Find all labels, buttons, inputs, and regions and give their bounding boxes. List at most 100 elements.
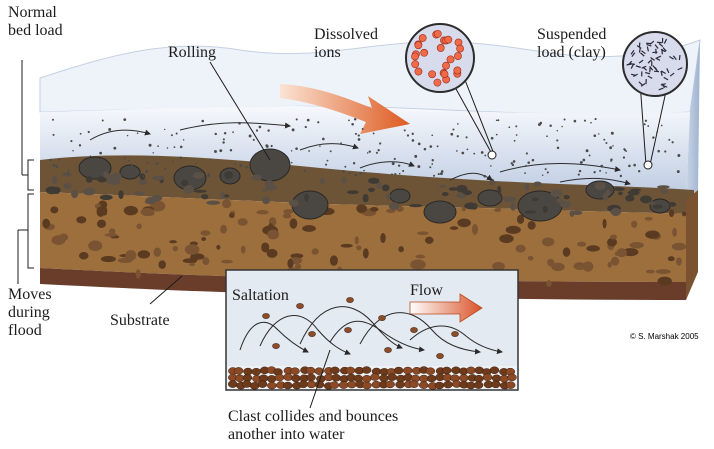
ion (433, 29, 442, 38)
clay-particle (638, 59, 644, 64)
speck (173, 146, 176, 149)
speck (229, 168, 232, 171)
gravel (456, 185, 468, 193)
speck (531, 158, 535, 162)
bed-clast (441, 366, 452, 375)
pebble (362, 248, 369, 259)
pebble (221, 259, 233, 264)
clay-particle (631, 52, 636, 57)
bed-clast (290, 367, 300, 375)
speck (393, 157, 396, 161)
gravel (138, 178, 148, 185)
gravel (531, 197, 539, 202)
clay-particle (660, 48, 666, 53)
speck (361, 128, 364, 130)
label-saltation: Saltation (232, 287, 289, 304)
pebble (675, 257, 682, 266)
clay-particle (640, 52, 645, 57)
gravel (106, 177, 121, 185)
speck (166, 147, 169, 149)
bed-clast (305, 366, 316, 375)
speck (229, 149, 233, 152)
clay-particle (654, 67, 659, 73)
bed-clast (227, 380, 238, 388)
bed-clast (314, 380, 325, 389)
speck (234, 163, 237, 166)
speck (308, 150, 310, 152)
gravel (368, 187, 376, 192)
pebble (267, 229, 280, 240)
pebble (329, 255, 338, 266)
pebble (551, 262, 565, 272)
speck (209, 158, 212, 161)
bed-clast (249, 382, 260, 390)
speck (431, 134, 434, 137)
speck (66, 171, 69, 175)
pebble (237, 218, 248, 226)
clay-pointer-dot (643, 160, 653, 170)
bed-clast (403, 366, 413, 375)
boulder (389, 188, 411, 204)
gravel (319, 177, 325, 185)
pebble (135, 269, 141, 279)
speck (170, 134, 173, 137)
gravel (133, 191, 145, 196)
clay-particle (630, 63, 635, 69)
pebble (546, 280, 552, 287)
speck (49, 158, 52, 162)
bed-clast (474, 374, 484, 383)
speck (359, 171, 362, 175)
speck (363, 169, 365, 172)
gravel (657, 185, 670, 189)
speck (245, 166, 248, 169)
bed-clast (283, 381, 293, 390)
gravel (288, 199, 299, 207)
gravel (542, 205, 548, 214)
gravel (265, 184, 277, 191)
speck (466, 148, 469, 151)
pebble (283, 209, 294, 215)
speck (135, 169, 139, 173)
saltation-inset-water (227, 271, 517, 366)
clay-particle (630, 49, 635, 55)
pebble (607, 237, 617, 247)
speck (677, 154, 681, 157)
gravel (192, 172, 205, 179)
speck (304, 125, 307, 129)
gravel (550, 189, 563, 198)
speck (303, 169, 306, 173)
pebble (644, 216, 653, 221)
speck (321, 137, 325, 141)
boulder (423, 200, 457, 224)
speck (423, 147, 427, 151)
pebble (311, 248, 319, 255)
bed-clast (314, 367, 324, 375)
bed-clast (257, 380, 268, 388)
speck (377, 148, 380, 152)
pebble (356, 245, 362, 251)
pebble (261, 242, 270, 253)
pebble (202, 257, 210, 266)
bed-clast (329, 381, 340, 389)
bed-clast (243, 367, 253, 376)
clay-particle (641, 50, 646, 55)
speck (406, 134, 410, 137)
gravel (602, 192, 609, 201)
speck (561, 125, 563, 128)
speck (600, 164, 604, 168)
pebble (671, 242, 687, 251)
pebble (607, 261, 613, 268)
saltating-clast (451, 331, 459, 337)
ion (440, 70, 449, 78)
speck (152, 152, 154, 154)
speck (106, 169, 109, 173)
saltating-clast (378, 315, 386, 321)
pebble (76, 216, 87, 224)
pebble (573, 262, 586, 270)
speck (348, 119, 350, 122)
boulder (119, 164, 141, 180)
speck (440, 170, 444, 173)
clay-particle (661, 83, 666, 89)
pebble (182, 258, 196, 264)
gravel (262, 196, 271, 205)
